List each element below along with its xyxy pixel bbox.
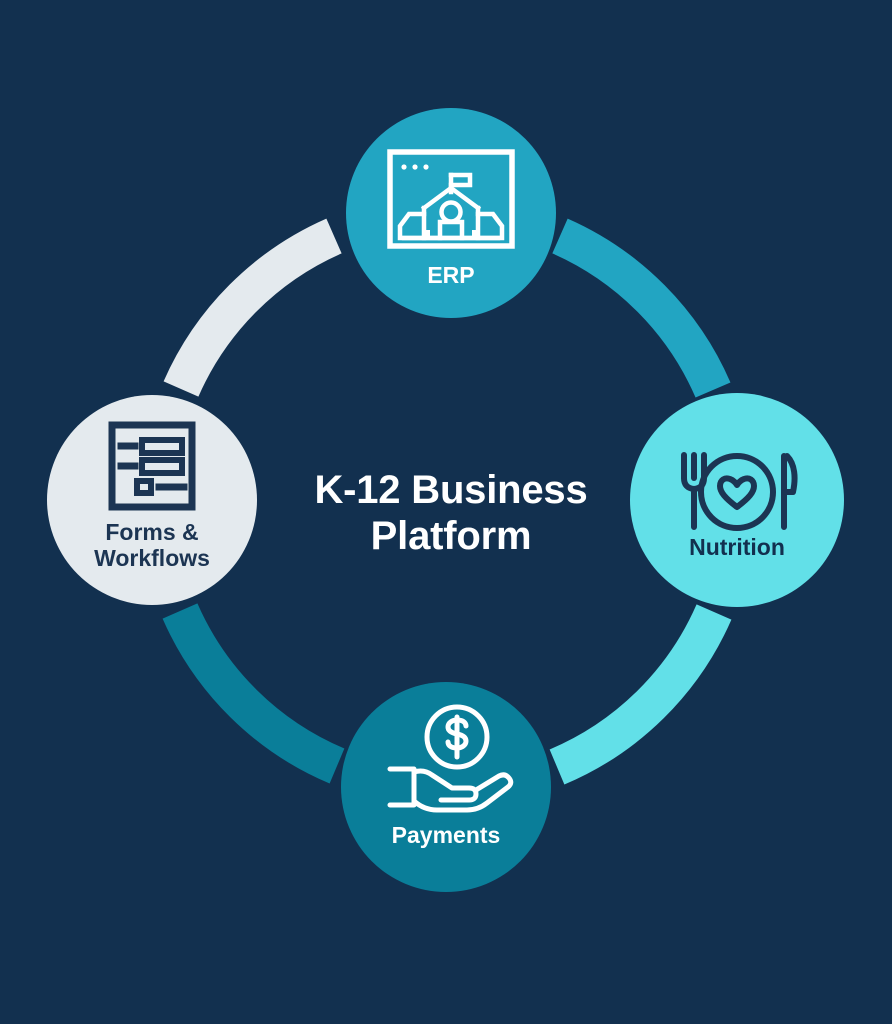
fork-plate-heart-knife-icon [681, 452, 798, 531]
school-browser-window-icon [387, 149, 515, 249]
node-forms-workflows-label-line-1: Forms & [105, 519, 198, 545]
cycle-ring [162, 218, 732, 785]
node-erp[interactable]: ERP [346, 108, 556, 318]
arc-top-right [552, 218, 731, 398]
node-forms-workflows[interactable]: Forms & Workflows [47, 395, 257, 605]
node-payments-label: Payments [392, 822, 501, 848]
hand-holding-dollar-coin-icon [387, 704, 514, 813]
node-nutrition-label: Nutrition [689, 534, 785, 560]
node-payments[interactable]: Payments [341, 682, 551, 892]
center-title-line-2: Platform [371, 514, 532, 558]
node-nutrition-circle[interactable] [630, 393, 844, 607]
node-erp-circle[interactable] [346, 108, 556, 318]
center-title-line-1: K-12 Business [314, 468, 587, 512]
form-document-icon [108, 421, 196, 511]
node-forms-workflows-label-line-2: Workflows [94, 545, 210, 571]
node-erp-label: ERP [427, 262, 474, 288]
arc-top-left [163, 218, 342, 397]
node-nutrition[interactable]: Nutrition [630, 393, 844, 607]
node-forms-workflows-circle[interactable] [47, 395, 257, 605]
arc-bottom-right [549, 604, 732, 785]
arc-bottom-left [162, 603, 345, 784]
center-title: K-12 Business Platform [314, 468, 587, 558]
